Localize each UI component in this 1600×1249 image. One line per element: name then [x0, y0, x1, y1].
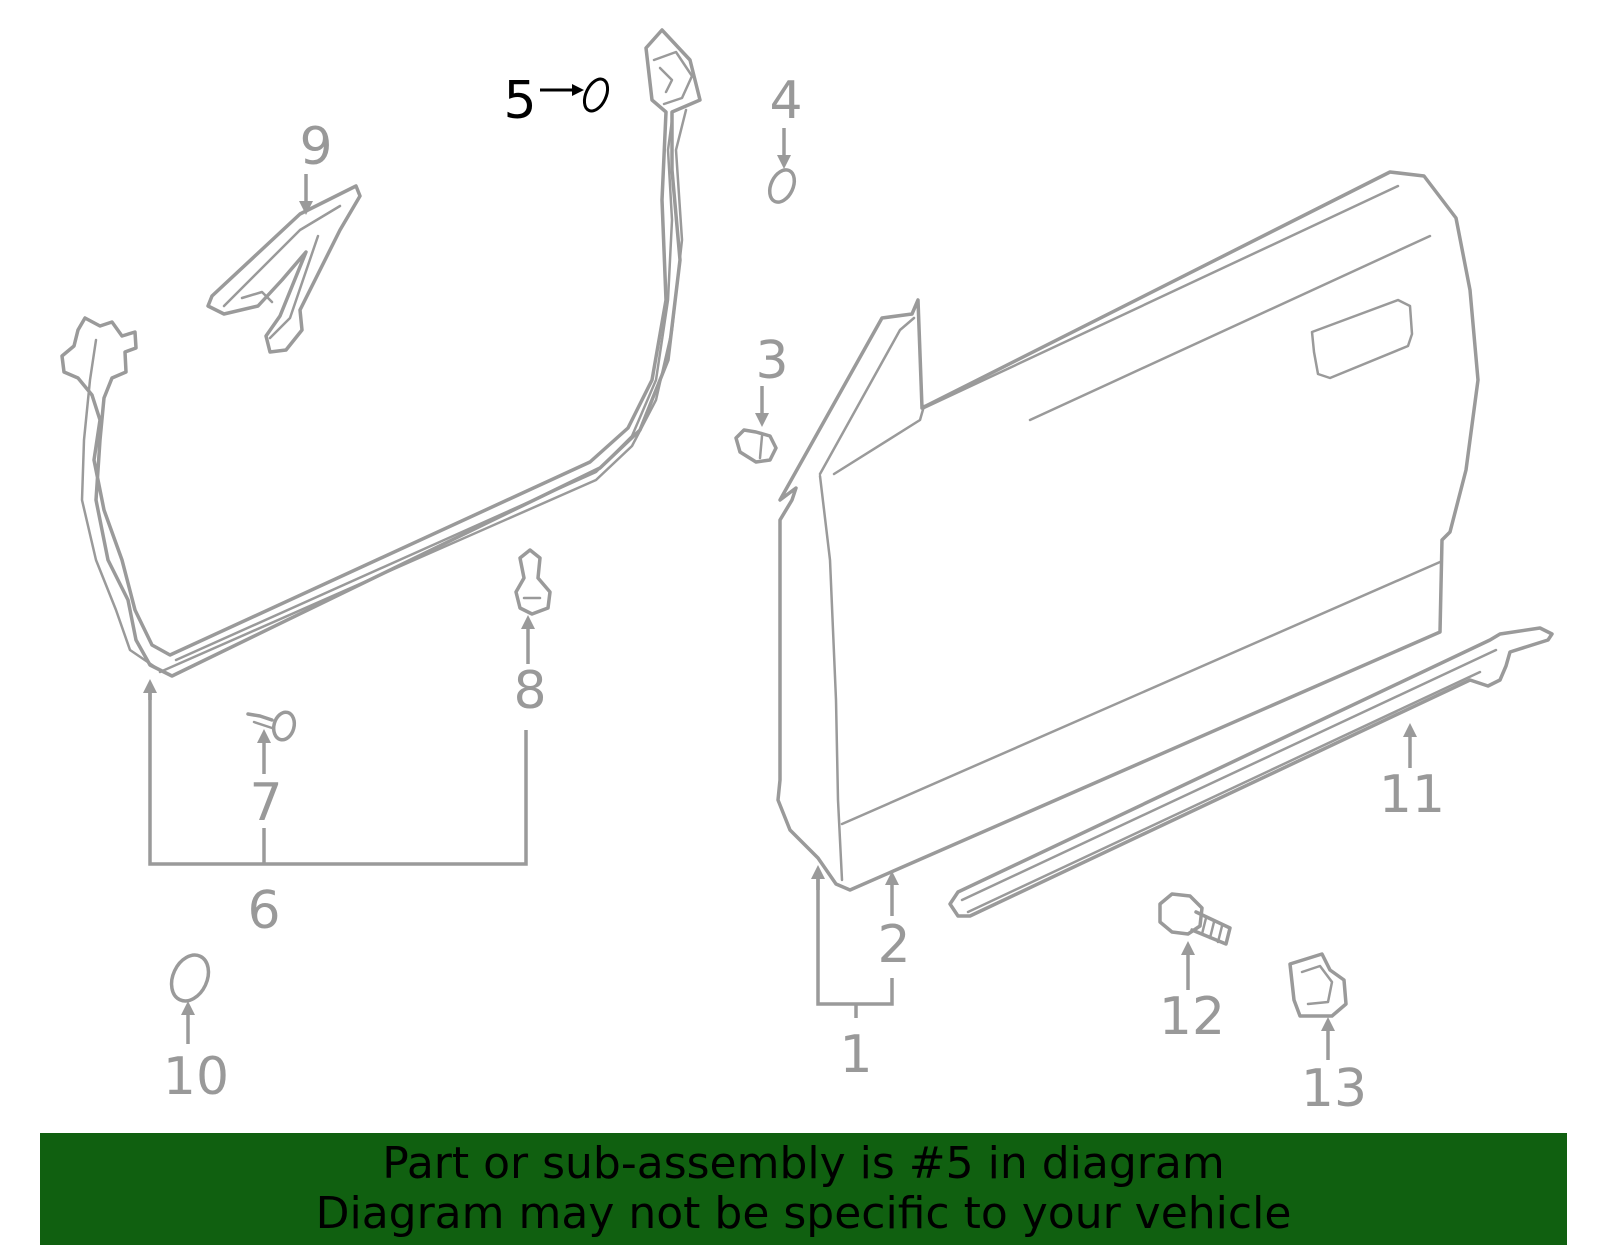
- callout-12: 12: [1159, 987, 1225, 1047]
- rocker-molding: [948, 626, 1554, 918]
- grommet-large: [169, 953, 211, 1003]
- callout-3: 3: [755, 331, 788, 391]
- info-banner: Part or sub-assembly is #5 in diagram Di…: [40, 1133, 1567, 1245]
- callout-6: 6: [247, 881, 280, 941]
- callout-5: 5: [503, 71, 536, 131]
- clip: [514, 548, 552, 616]
- callout-10: 10: [163, 1047, 229, 1107]
- callout-13: 13: [1301, 1059, 1367, 1119]
- clip-nut: [1288, 952, 1348, 1018]
- callout-2: 2: [877, 915, 910, 975]
- pin-fastener: [246, 710, 297, 742]
- trim-piece: [206, 184, 362, 354]
- callout-4: 4: [769, 71, 802, 131]
- highlighted-grommet: [582, 77, 610, 113]
- banner-line-2: Diagram may not be specific to your vehi…: [315, 1188, 1292, 1239]
- grommet: [767, 168, 797, 204]
- callout-7: 7: [249, 773, 282, 833]
- banner-line-1: Part or sub-assembly is #5 in diagram: [382, 1138, 1225, 1189]
- callout-1: 1: [839, 1025, 872, 1085]
- door-bumper: [734, 428, 778, 464]
- bolt: [1158, 892, 1232, 946]
- callout-9: 9: [299, 117, 332, 177]
- door-shell: [776, 170, 1480, 892]
- door-opening-weatherstrip: [60, 28, 702, 678]
- callout-8: 8: [513, 661, 546, 721]
- callout-11: 11: [1379, 765, 1445, 825]
